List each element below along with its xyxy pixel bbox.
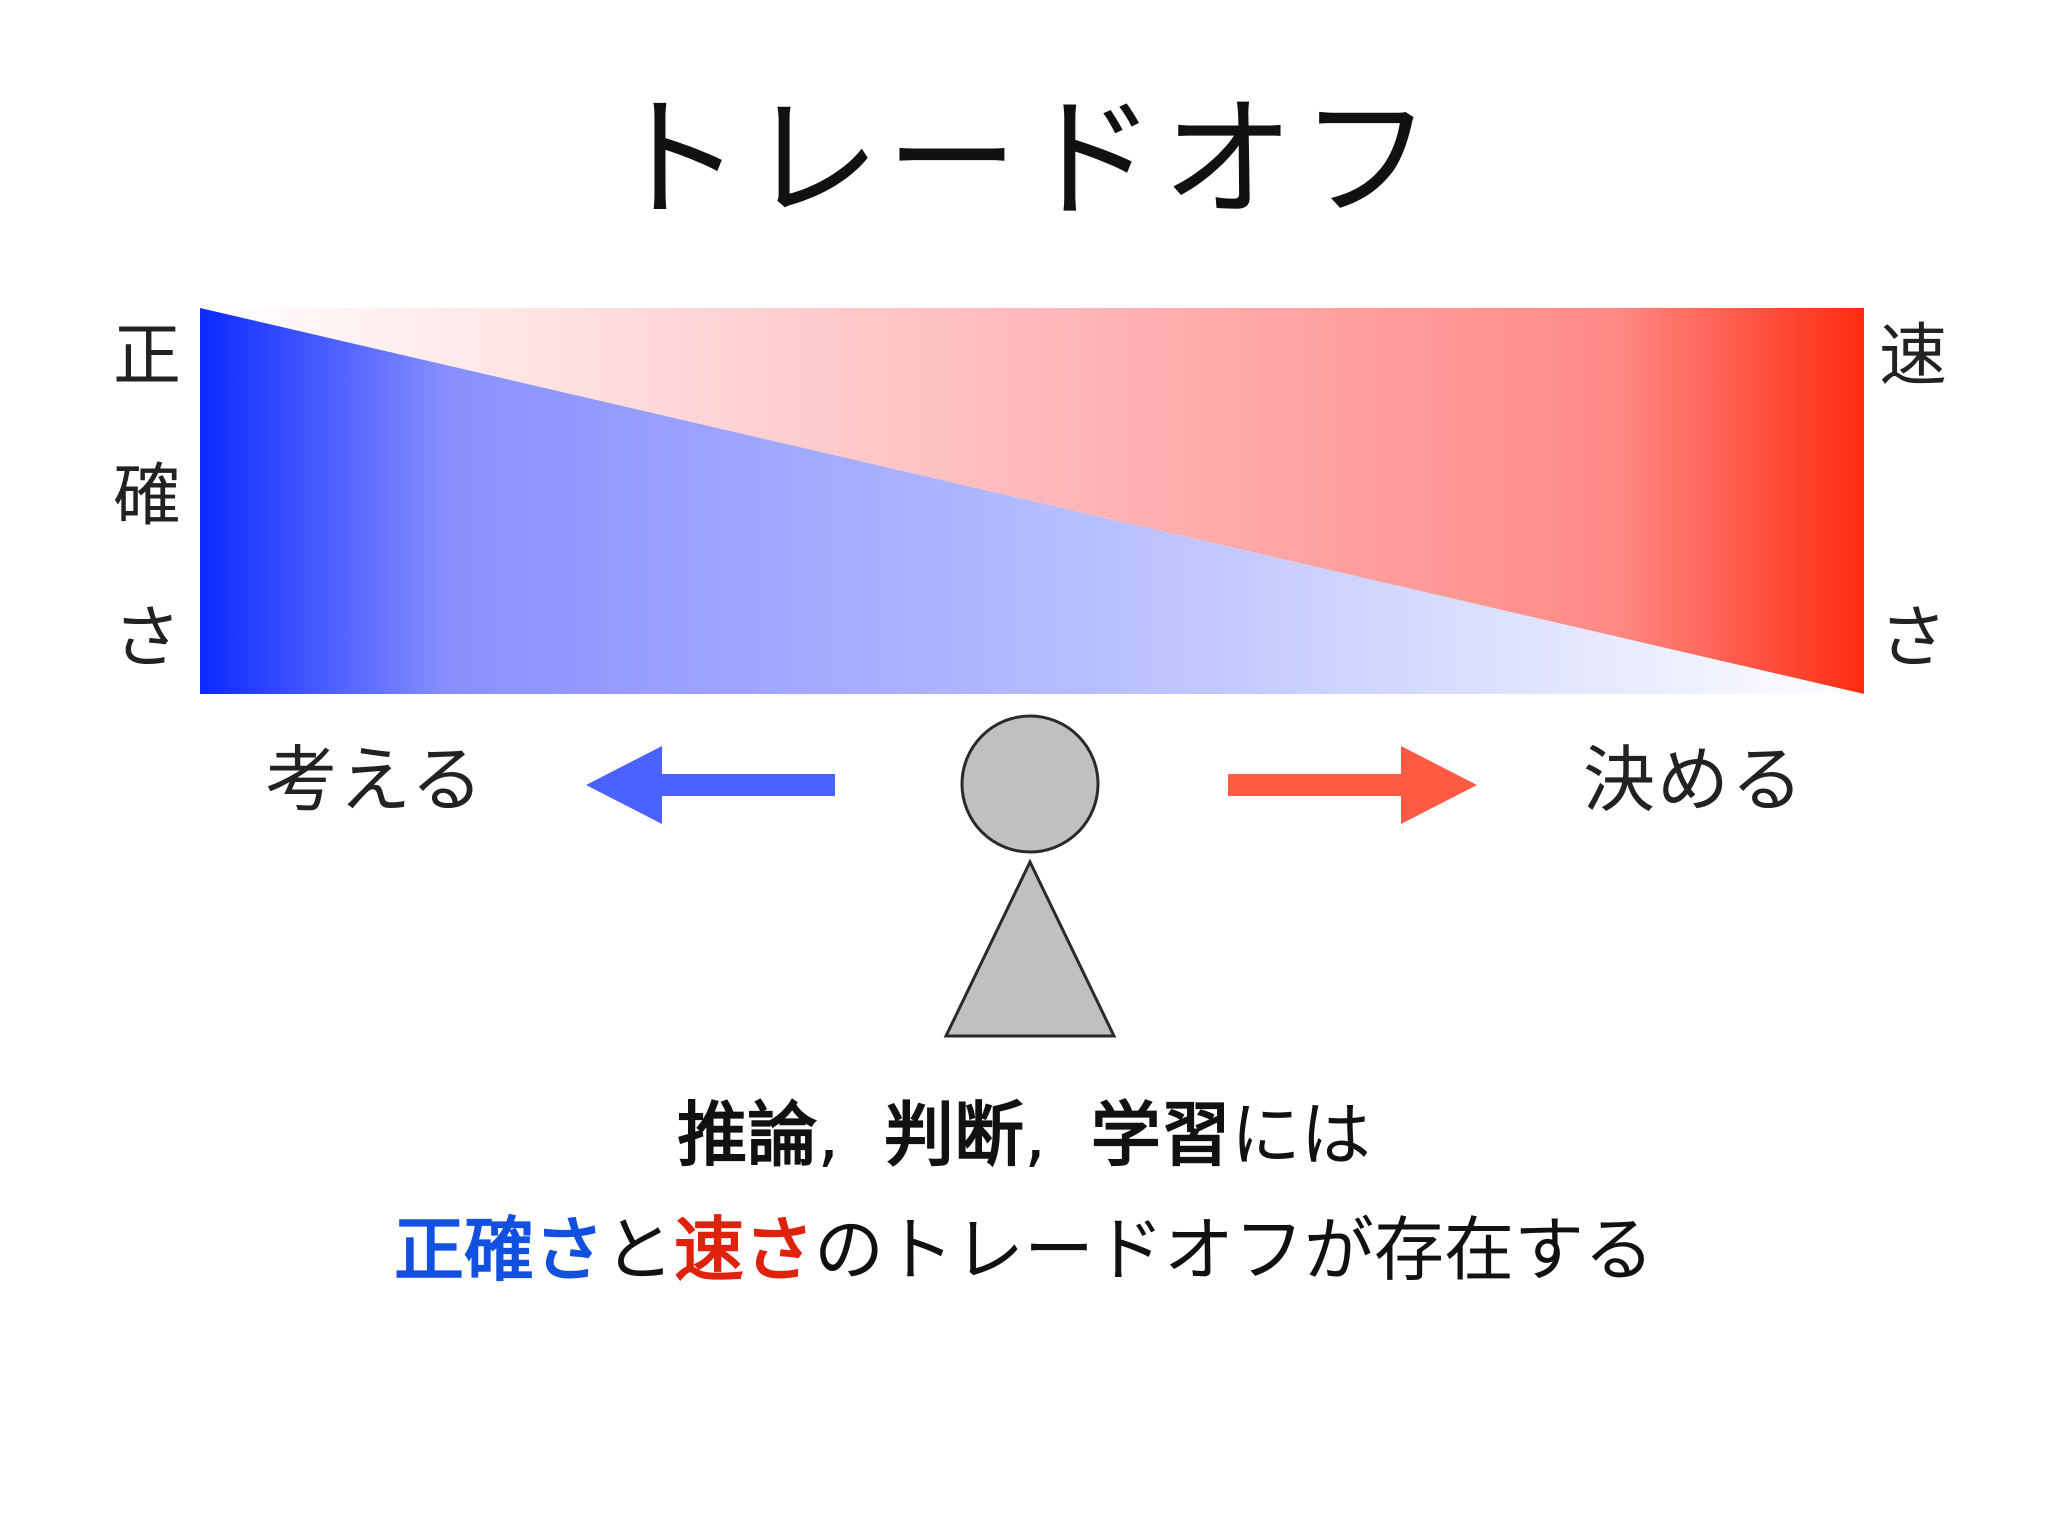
caption-and: と — [604, 1209, 674, 1291]
person-figure — [943, 714, 1117, 1038]
caption-separator: , — [817, 1094, 840, 1176]
accuracy-char: さ — [112, 599, 181, 678]
speed-char: 速 — [1878, 317, 1947, 396]
accuracy-char: 確 — [112, 457, 181, 536]
slide-title: トレードオフ — [610, 83, 1438, 237]
caption-accuracy: 正確さ — [394, 1209, 604, 1291]
person-head — [960, 714, 1100, 854]
caption-line-1: 推論, 判断, 学習には — [0, 1085, 2048, 1185]
think-arrow — [586, 746, 835, 824]
decide-label: 決める — [1583, 738, 1806, 822]
caption-separator: , — [1024, 1094, 1047, 1176]
speed-char: さ — [1878, 599, 1947, 678]
think-label: 考える — [265, 738, 485, 822]
person-body — [943, 858, 1117, 1038]
accuracy-char: 正 — [112, 317, 181, 396]
caption-line-2: 正確さと速さのトレードオフが存在する — [0, 1200, 2048, 1300]
caption-speed: 速さ — [674, 1209, 814, 1291]
caption-suffix: には — [1230, 1094, 1371, 1176]
decide-arrow — [1228, 746, 1477, 824]
caption-rest: のトレードオフが存在する — [814, 1209, 1654, 1291]
caption-word-judgment: 判断 — [884, 1094, 1024, 1176]
accuracy-gradient-triangle — [200, 308, 1864, 694]
caption-word-inference: 推論 — [677, 1094, 818, 1176]
caption-word-learning: 学習 — [1090, 1094, 1231, 1176]
